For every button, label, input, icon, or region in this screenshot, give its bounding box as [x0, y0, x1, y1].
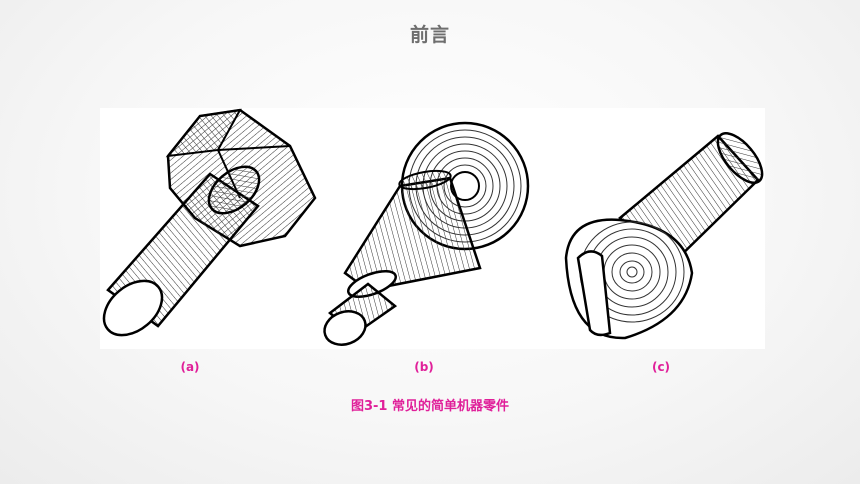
figure-panel: [100, 108, 765, 349]
screw-drawing: [564, 132, 764, 340]
slide-title: 前言: [409, 24, 450, 46]
bolt-drawing: [102, 108, 317, 337]
figure-caption: 图3-1 常见的简单机器零件: [350, 399, 509, 414]
sub-label-c: (c): [651, 360, 671, 374]
sub-label-a: (a): [180, 360, 200, 374]
tapered-pin-drawing: [323, 121, 530, 346]
sub-label-b: (b): [414, 360, 434, 374]
